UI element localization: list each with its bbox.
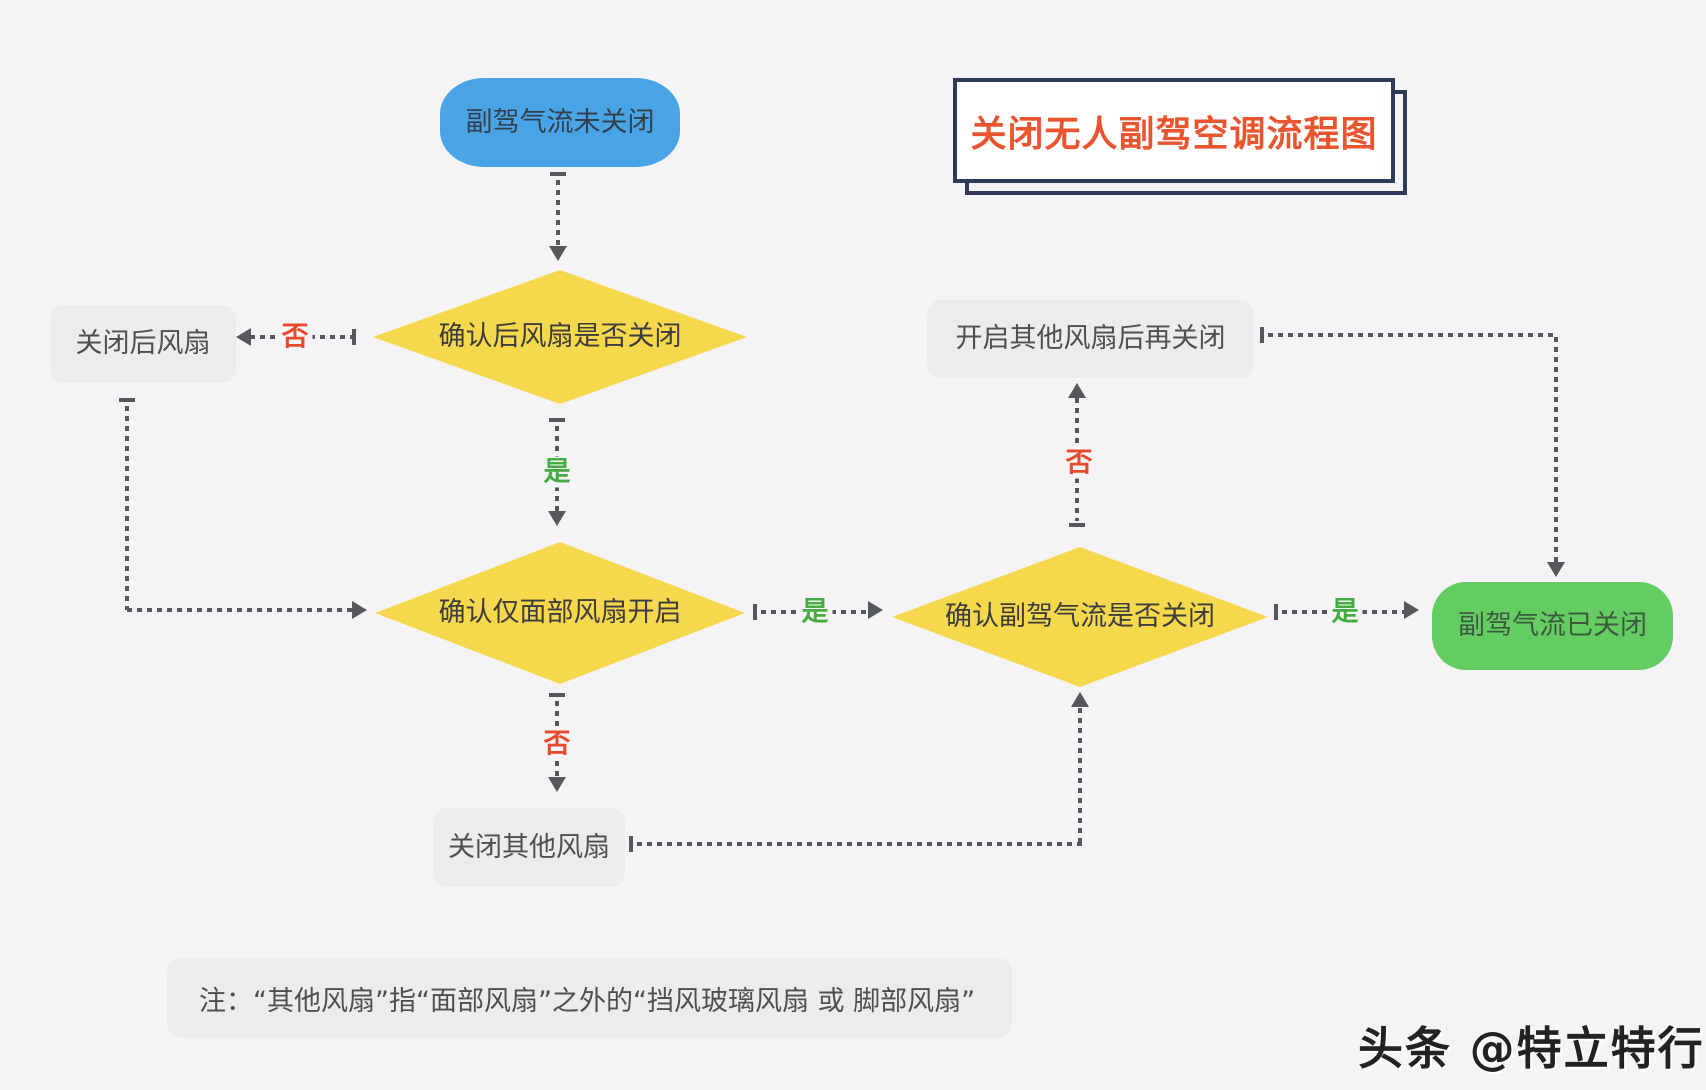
arrowhead-right-icon	[868, 601, 883, 619]
line-cap	[549, 418, 565, 422]
arrowhead-left-icon	[236, 328, 251, 346]
dashed-line	[125, 406, 129, 610]
dashed-line	[637, 842, 1082, 846]
line-cap	[629, 836, 633, 852]
edge-label-no: 否	[1061, 447, 1097, 479]
dashed-line	[1078, 708, 1082, 844]
line-cap	[1260, 327, 1264, 343]
node-decision-face-fan: 确认仅面部风扇开启	[375, 542, 745, 684]
arrowhead-up-icon	[1071, 692, 1089, 707]
title-box: 关闭无人副驾空调流程图	[953, 78, 1395, 183]
dashed-line	[556, 180, 560, 248]
arrowhead-up-icon	[1068, 383, 1086, 398]
dashed-line	[1268, 333, 1558, 337]
edge-label-no: 否	[277, 321, 313, 353]
edge-label-yes: 是	[1327, 596, 1363, 628]
line-cap	[550, 172, 566, 176]
edge-label-no: 否	[539, 728, 575, 760]
arrowhead-down-icon	[548, 777, 566, 792]
arrowhead-down-icon	[549, 246, 567, 261]
watermark: 头条 @特立特行	[1358, 1022, 1705, 1075]
dashed-line	[1554, 337, 1558, 563]
note-box: 注：“其他风扇”指“面部风扇”之外的“挡风玻璃风扇 或 脚部风扇”	[167, 958, 1012, 1038]
arrowhead-down-icon	[548, 511, 566, 526]
line-cap	[753, 604, 757, 620]
node-end: 副驾气流已关闭	[1432, 582, 1673, 670]
line-cap	[119, 398, 135, 402]
node-decision-rear-fan: 确认后风扇是否关闭	[373, 270, 747, 404]
edge-label-yes: 是	[539, 456, 575, 488]
edge-label-yes: 是	[797, 596, 833, 628]
arrowhead-down-icon	[1547, 562, 1565, 577]
node-close-other-fans: 关闭其他风扇	[433, 808, 625, 887]
node-close-rear-fan: 关闭后风扇	[50, 305, 236, 383]
line-cap	[1069, 523, 1085, 527]
node-start: 副驾气流未关闭	[440, 78, 680, 167]
node-open-other-fans: 开启其他风扇后再关闭	[927, 300, 1254, 378]
dashed-line	[127, 608, 355, 612]
node-decision-airflow: 确认副驾气流是否关闭	[892, 547, 1268, 687]
page-title: 关闭无人副驾空调流程图	[970, 113, 1378, 155]
line-cap	[1274, 604, 1278, 620]
arrowhead-right-icon	[352, 601, 367, 619]
line-cap	[352, 329, 356, 345]
arrowhead-right-icon	[1404, 601, 1419, 619]
line-cap	[549, 693, 565, 697]
